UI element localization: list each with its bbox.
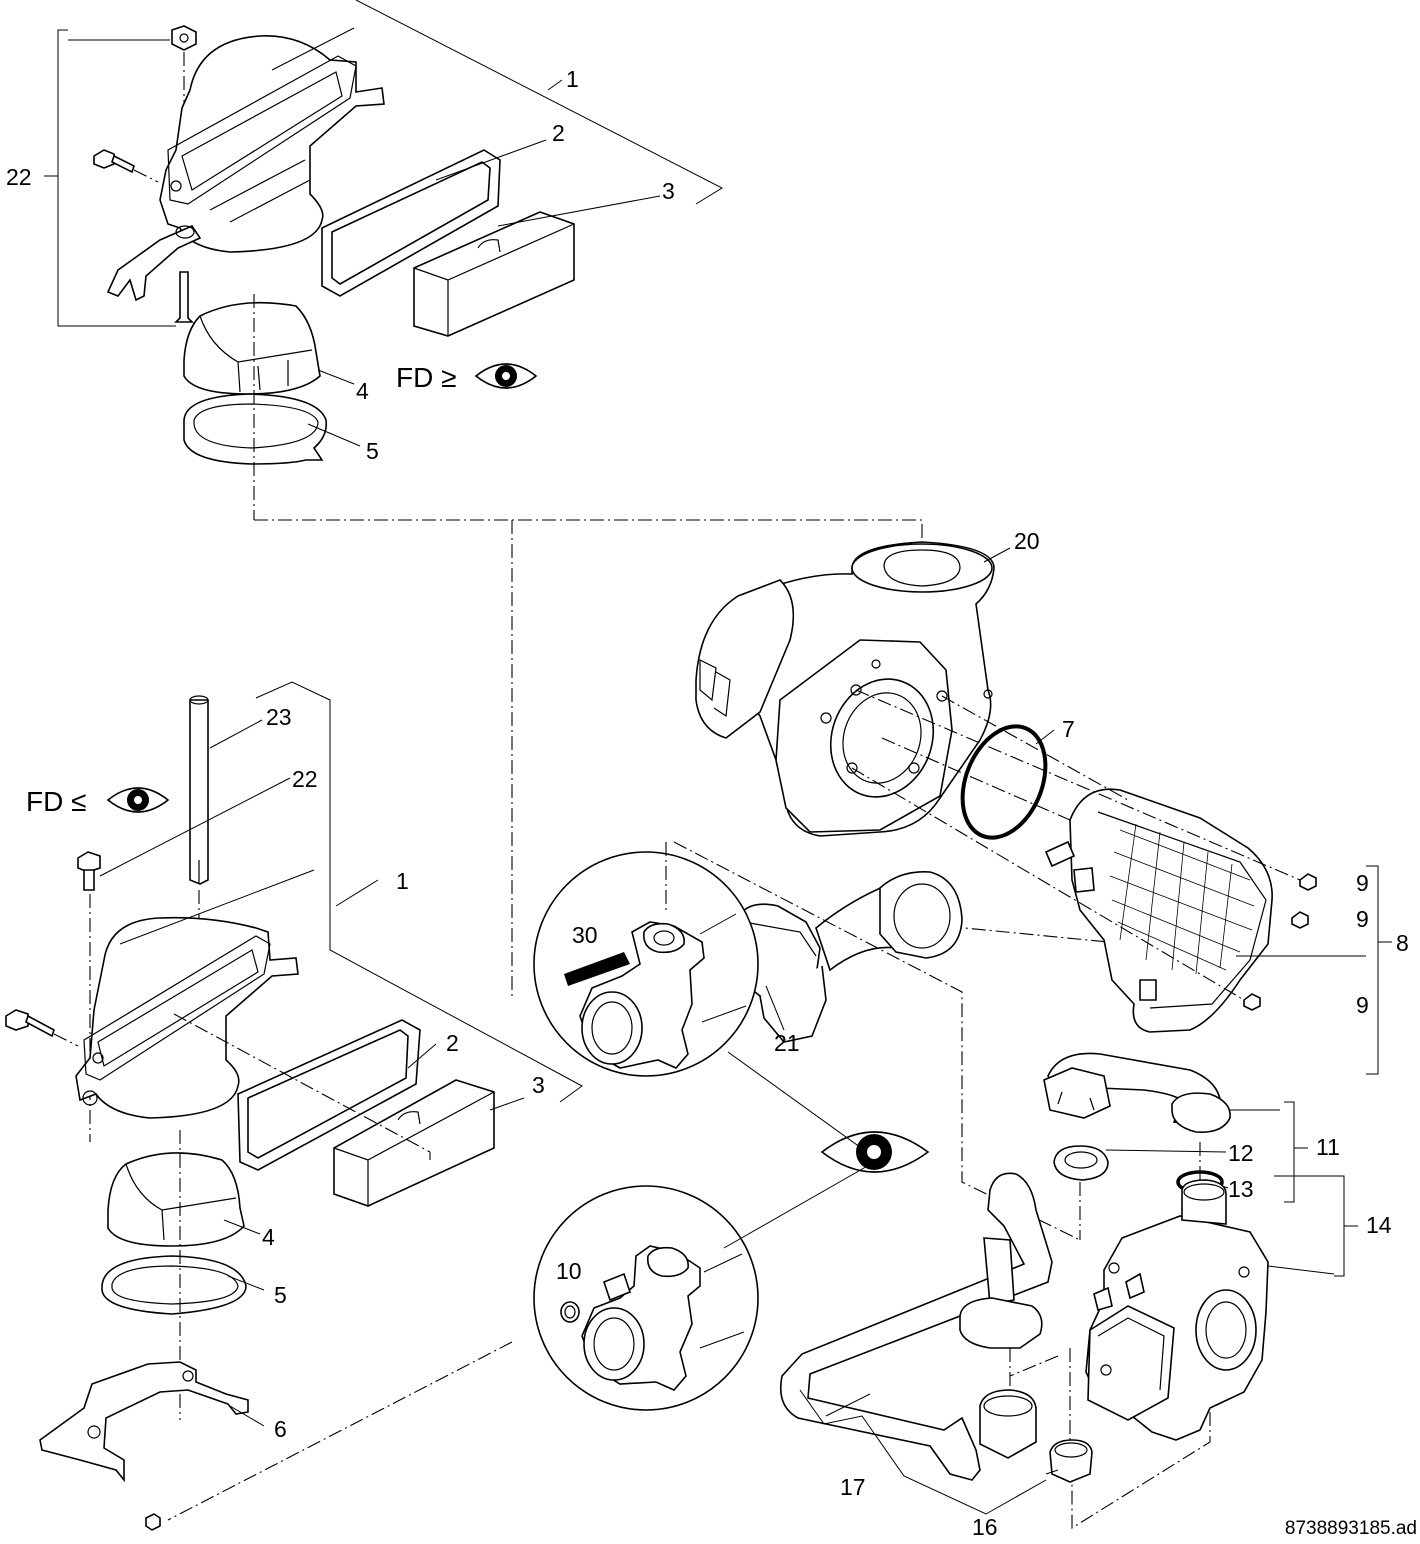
mounting-bracket [39, 1361, 249, 1483]
callout-21: 21 [774, 1030, 800, 1056]
fd-ge-note: FD ≥ [396, 362, 457, 393]
fd-le-note: FD ≤ [26, 786, 87, 817]
o-ring [960, 724, 1048, 840]
gasket-top [321, 149, 501, 297]
callout-22-mid: 22 [292, 766, 318, 792]
callout-9-a: 9 [1356, 870, 1369, 896]
callout-16: 16 [972, 1514, 998, 1540]
callout-8: 8 [1396, 930, 1409, 956]
callout-1-bottom: 1 [396, 868, 409, 894]
document-id: 8738893185.ad [1284, 1518, 1417, 1539]
callout-17: 17 [840, 1474, 866, 1500]
callout-30: 30 [572, 922, 598, 948]
seal-ring-top [183, 393, 328, 465]
callout-5-top: 5 [366, 438, 379, 464]
callout-4-top: 4 [356, 378, 369, 404]
cap-bottom [107, 1152, 245, 1247]
callout-1-top: 1 [566, 66, 579, 92]
screw-bracket [145, 1513, 161, 1531]
screw-left [5, 1009, 55, 1038]
eye-icon [106, 787, 170, 813]
nut-top [171, 25, 197, 51]
gasket-bottom [237, 1019, 421, 1171]
cap-top [183, 301, 321, 395]
callout-3-top: 3 [662, 178, 675, 204]
callout-10: 10 [556, 1258, 582, 1284]
screw-22 [77, 851, 101, 891]
bottom-left-assembly [5, 681, 583, 1531]
air-intake-silencer [1044, 788, 1273, 1033]
screw-9-b [1291, 911, 1309, 929]
rod [189, 695, 209, 885]
callout-20: 20 [1014, 528, 1040, 554]
detail-circle-10 [533, 1185, 759, 1411]
nut-16 [1049, 1439, 1093, 1483]
burner-housing-top [106, 35, 385, 302]
gas-pipe-u [1043, 1052, 1231, 1134]
eye-icon [820, 1131, 930, 1173]
fan-assembly [695, 541, 995, 837]
screw-9-a [1299, 873, 1317, 891]
callout-3-bottom: 3 [532, 1072, 545, 1098]
screw-top-left [93, 149, 135, 174]
top-assembly [44, 0, 923, 1000]
eye-icon [474, 363, 538, 389]
callout-9-b: 9 [1356, 906, 1369, 932]
gas-valve [1085, 1179, 1269, 1441]
insert-top [413, 211, 575, 337]
callout-9-c: 9 [1356, 992, 1369, 1018]
pin-top [174, 271, 194, 323]
callout-5-bottom: 5 [274, 1282, 287, 1308]
callout-12: 12 [1228, 1140, 1254, 1166]
callout-22-top: 22 [6, 164, 32, 190]
venturi-mixer [737, 871, 963, 1043]
callout-2-top: 2 [552, 120, 565, 146]
callout-11: 11 [1316, 1134, 1340, 1160]
detail-circle-30 [533, 851, 759, 1077]
callout-23: 23 [266, 704, 292, 730]
callout-2-bottom: 2 [446, 1030, 459, 1056]
callout-13: 13 [1228, 1176, 1254, 1202]
burner-housing-bottom [75, 916, 299, 1119]
callout-4-bottom: 4 [262, 1224, 275, 1250]
callout-6: 6 [274, 1416, 287, 1442]
grille [1109, 823, 1255, 975]
callout-14: 14 [1366, 1212, 1392, 1238]
gasket-12 [1053, 1145, 1109, 1181]
gas-supply-pipe [779, 1172, 1053, 1481]
seal-ring-bottom [101, 1255, 247, 1315]
callout-7: 7 [1062, 716, 1075, 742]
screw-9-c [1243, 993, 1261, 1011]
